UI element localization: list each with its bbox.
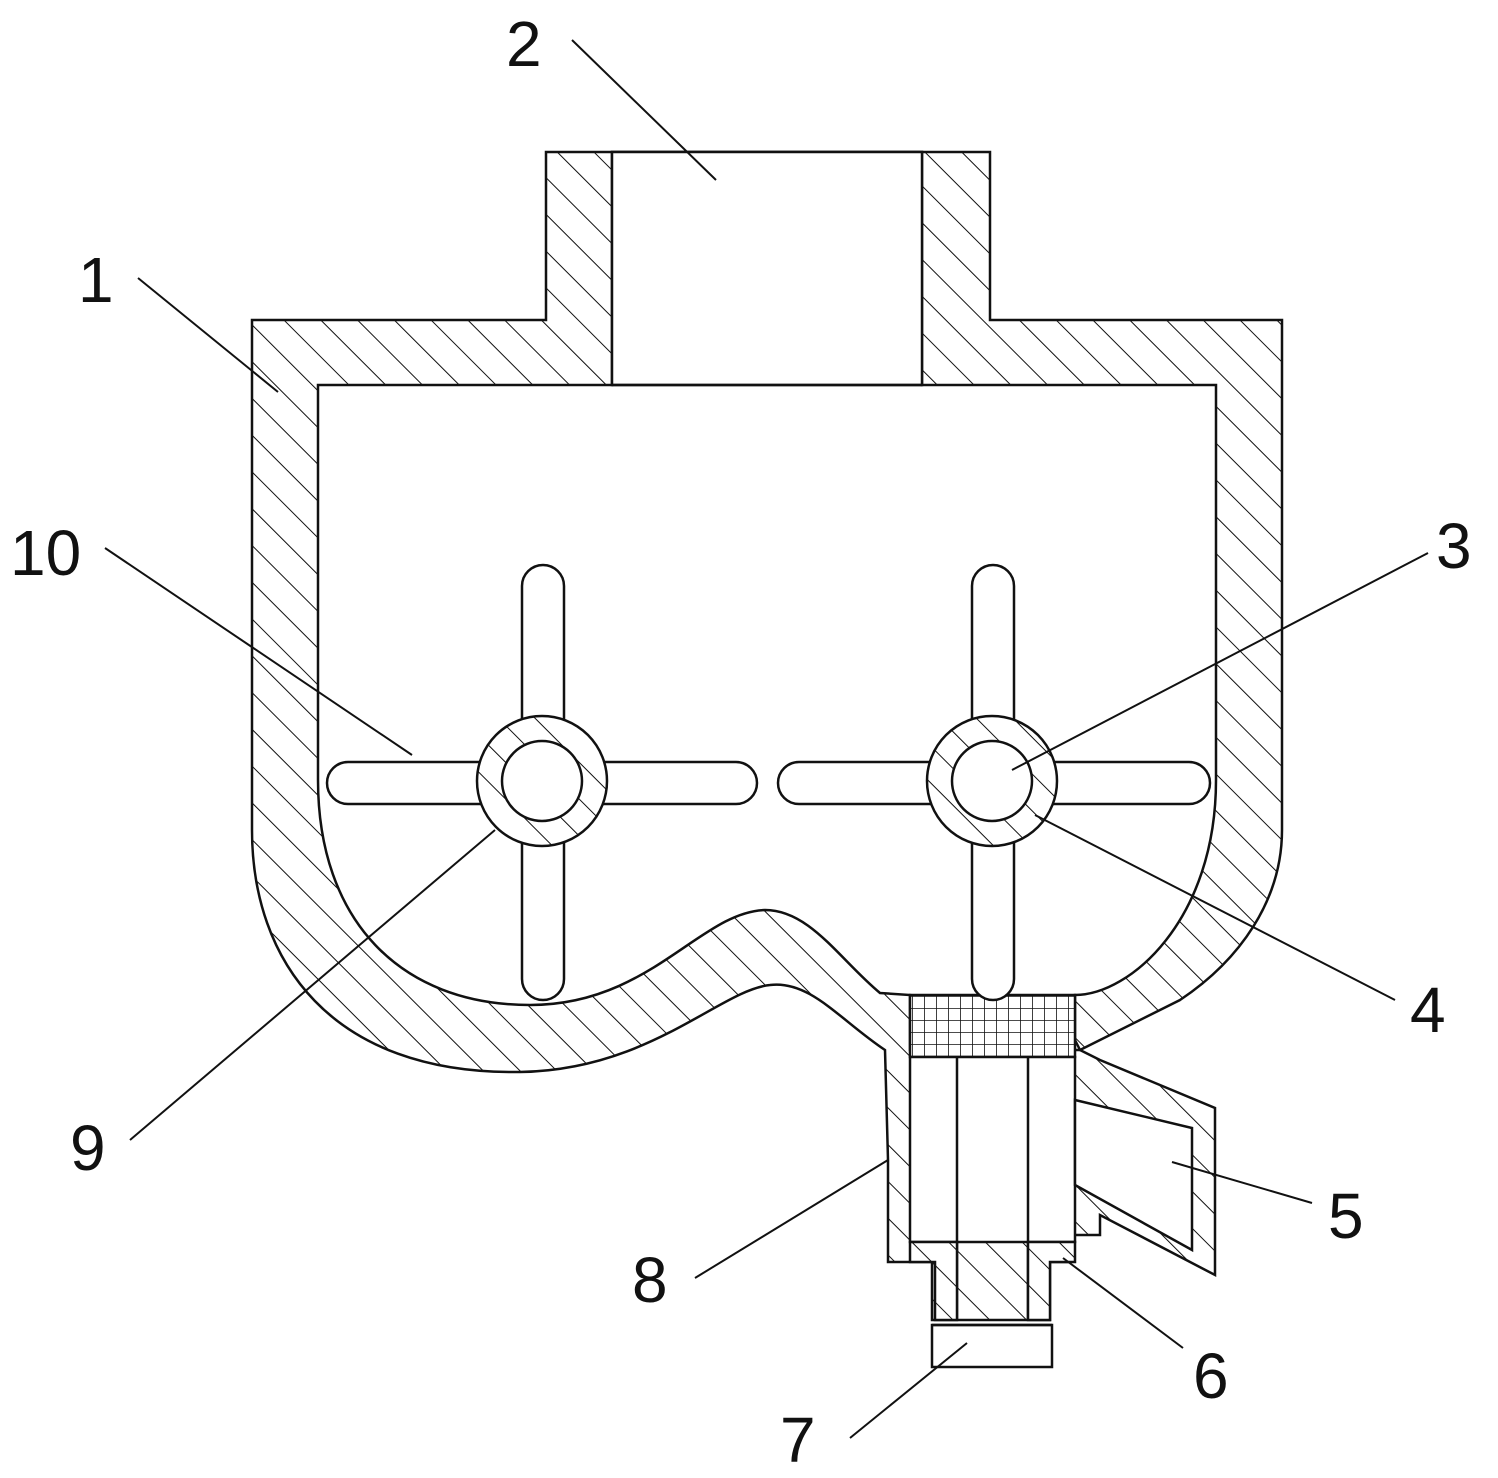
label-5: 5 <box>1328 1180 1364 1252</box>
discharge-assembly <box>908 993 1194 1369</box>
filter-screen <box>908 993 1077 1059</box>
outlet-channel <box>908 1055 1077 1244</box>
label-6: 6 <box>1193 1340 1229 1412</box>
label-2: 2 <box>506 8 542 80</box>
label-9: 9 <box>70 1112 106 1184</box>
label-10: 10 <box>10 517 81 589</box>
right-agitator <box>776 563 1212 1002</box>
left-agitator <box>325 563 759 1002</box>
side-outlet <box>1073 1098 1194 1253</box>
feed-inlet <box>610 150 924 387</box>
label-4: 4 <box>1410 974 1446 1046</box>
reference-numerals: 1 2 3 4 5 6 7 8 9 10 <box>10 8 1472 1476</box>
label-7: 7 <box>780 1404 816 1476</box>
leader-lines <box>104 39 1429 1439</box>
label-3: 3 <box>1436 510 1472 582</box>
valve-plug <box>930 1323 1054 1369</box>
valve-sleeve <box>908 1240 959 1322</box>
label-8: 8 <box>632 1244 668 1316</box>
label-1: 1 <box>78 244 114 316</box>
